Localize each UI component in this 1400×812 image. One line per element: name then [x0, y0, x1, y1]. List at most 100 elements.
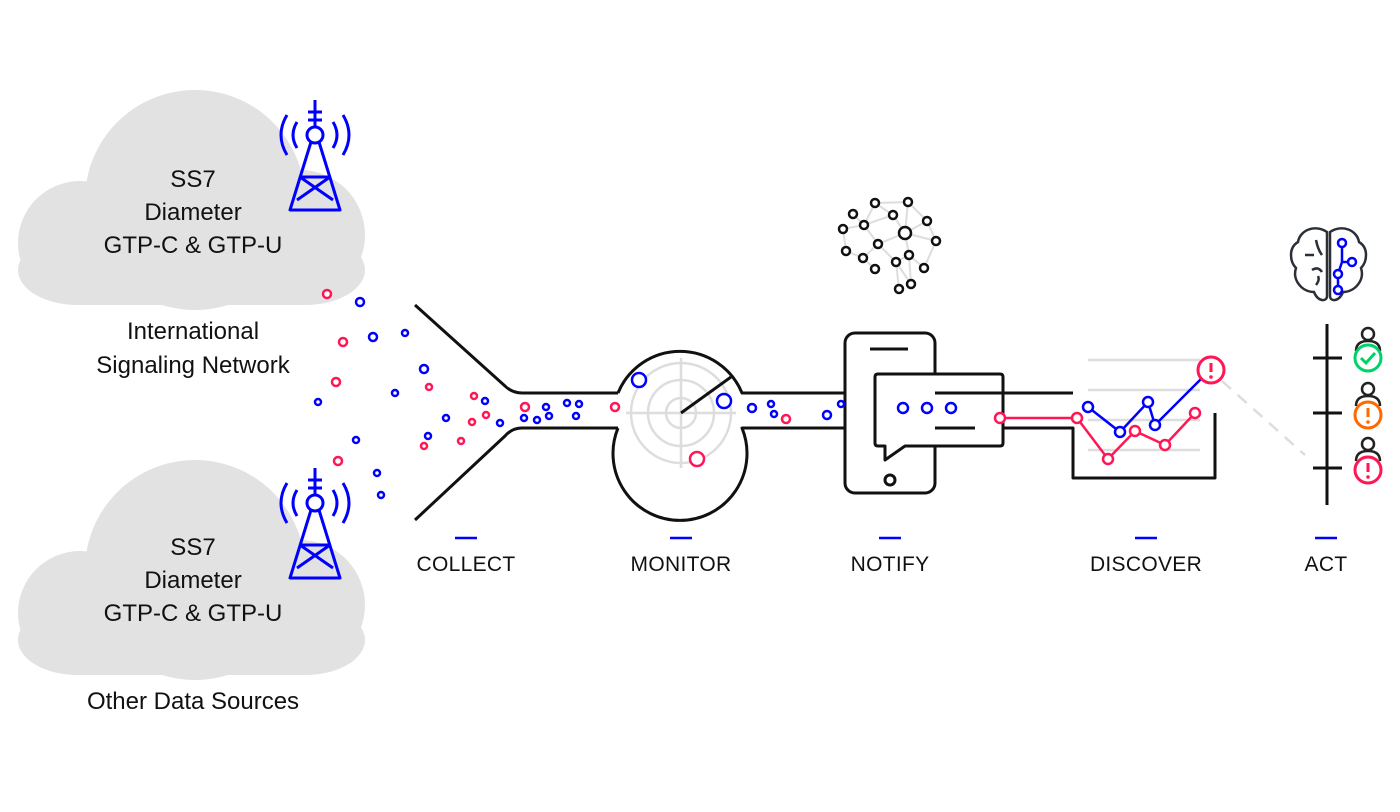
tower-body [288, 100, 342, 212]
protocol-diameter: Diameter [144, 567, 242, 594]
radar-circle [611, 349, 845, 522]
network-node [918, 262, 930, 274]
data-particle [766, 399, 776, 409]
data-particle [746, 402, 758, 414]
data-particle [519, 413, 529, 423]
data-particle [920, 401, 934, 415]
user-status-icon [1353, 436, 1383, 485]
data-particle [419, 441, 429, 451]
network-node [905, 278, 917, 290]
radar-icon [626, 358, 736, 468]
network-node [847, 208, 859, 220]
data-particle [376, 490, 386, 500]
chart-point [1128, 424, 1142, 438]
data-particle [372, 468, 382, 478]
tower-body [288, 468, 342, 580]
brain-icon [1289, 227, 1368, 302]
data-particle [944, 401, 958, 415]
data-particle [400, 328, 410, 338]
data-particle [351, 435, 361, 445]
data-particle [562, 398, 572, 408]
data-particle [481, 410, 491, 420]
network-node [897, 225, 913, 241]
data-particle [836, 399, 846, 409]
source-1-protocols: SS7 Diameter GTP-C & GTP-U [104, 163, 283, 262]
network-node [869, 197, 881, 209]
user-head [1360, 436, 1376, 452]
network-node [903, 249, 915, 261]
signal-waves-icon [279, 114, 351, 156]
data-particle [821, 409, 833, 421]
protocol-gtp: GTP-C & GTP-U [103, 232, 283, 259]
data-particle [544, 411, 554, 421]
network-node [890, 256, 902, 268]
source-1-label-line: Signaling Network [96, 352, 290, 379]
network-node [921, 215, 933, 227]
cloud-icon [18, 460, 365, 680]
data-particle [480, 396, 490, 406]
data-particle [321, 288, 333, 300]
chart-point [1158, 438, 1172, 452]
network-node [893, 283, 905, 295]
cloud-icon [18, 90, 365, 310]
alert-dot [1209, 375, 1213, 379]
neural-network-icon [837, 196, 942, 295]
network-edge [874, 201, 909, 204]
source-2-label-line: Other Data Sources [86, 688, 300, 715]
data-particle [769, 409, 779, 419]
circuit-node [1332, 284, 1344, 296]
data-particle [469, 391, 479, 401]
source-2-label: Other Data Sources [87, 685, 299, 719]
source-1-label-line: International [126, 318, 260, 345]
cloud-base [18, 605, 365, 675]
tower-hub [305, 125, 325, 145]
data-particle [390, 388, 400, 398]
brain-left [1289, 227, 1329, 302]
network-node [902, 196, 914, 208]
data-particle [441, 413, 451, 423]
network-node [840, 245, 852, 257]
protocol-diameter: Diameter [144, 199, 242, 226]
user-head [1360, 381, 1376, 397]
data-particle [519, 401, 531, 413]
network-node [858, 219, 870, 231]
network-node [887, 209, 899, 221]
chart-point [1081, 400, 1095, 414]
source-2-protocols: SS7 Diameter GTP-C & GTP-U [104, 531, 283, 630]
cell-tower-icon [279, 468, 351, 580]
data-particle [423, 431, 433, 441]
data-particle [896, 401, 910, 415]
user-status-icon [1353, 326, 1383, 373]
source-1-label: International Signaling Network [96, 315, 289, 383]
data-particle [367, 331, 379, 343]
network-node [857, 252, 869, 264]
data-particle [630, 371, 648, 389]
chart-point [1141, 395, 1155, 409]
data-particle [541, 402, 551, 412]
network-node [930, 235, 942, 247]
status-circle [1353, 343, 1383, 373]
data-particle [456, 436, 466, 446]
data-particle [354, 296, 366, 308]
brain-folds [1305, 239, 1324, 286]
brain-right [1328, 227, 1368, 302]
towers [279, 100, 351, 580]
network-node [872, 238, 884, 250]
data-particle [424, 382, 434, 392]
chart-point [993, 411, 1007, 425]
data-particle [574, 399, 584, 409]
pipeline [413, 303, 1217, 522]
network-node [869, 263, 881, 275]
circuit-node [1346, 256, 1358, 268]
user-status-icon [1353, 381, 1383, 430]
chat-bubble-icon [873, 372, 1005, 462]
protocol-ss7: SS7 [170, 534, 216, 561]
network-node [837, 223, 849, 235]
chart-point [1101, 452, 1115, 466]
data-particle [332, 455, 344, 467]
data-particle [330, 376, 342, 388]
circuit-node [1332, 268, 1344, 280]
stage-notify: NOTIFY [850, 553, 930, 576]
